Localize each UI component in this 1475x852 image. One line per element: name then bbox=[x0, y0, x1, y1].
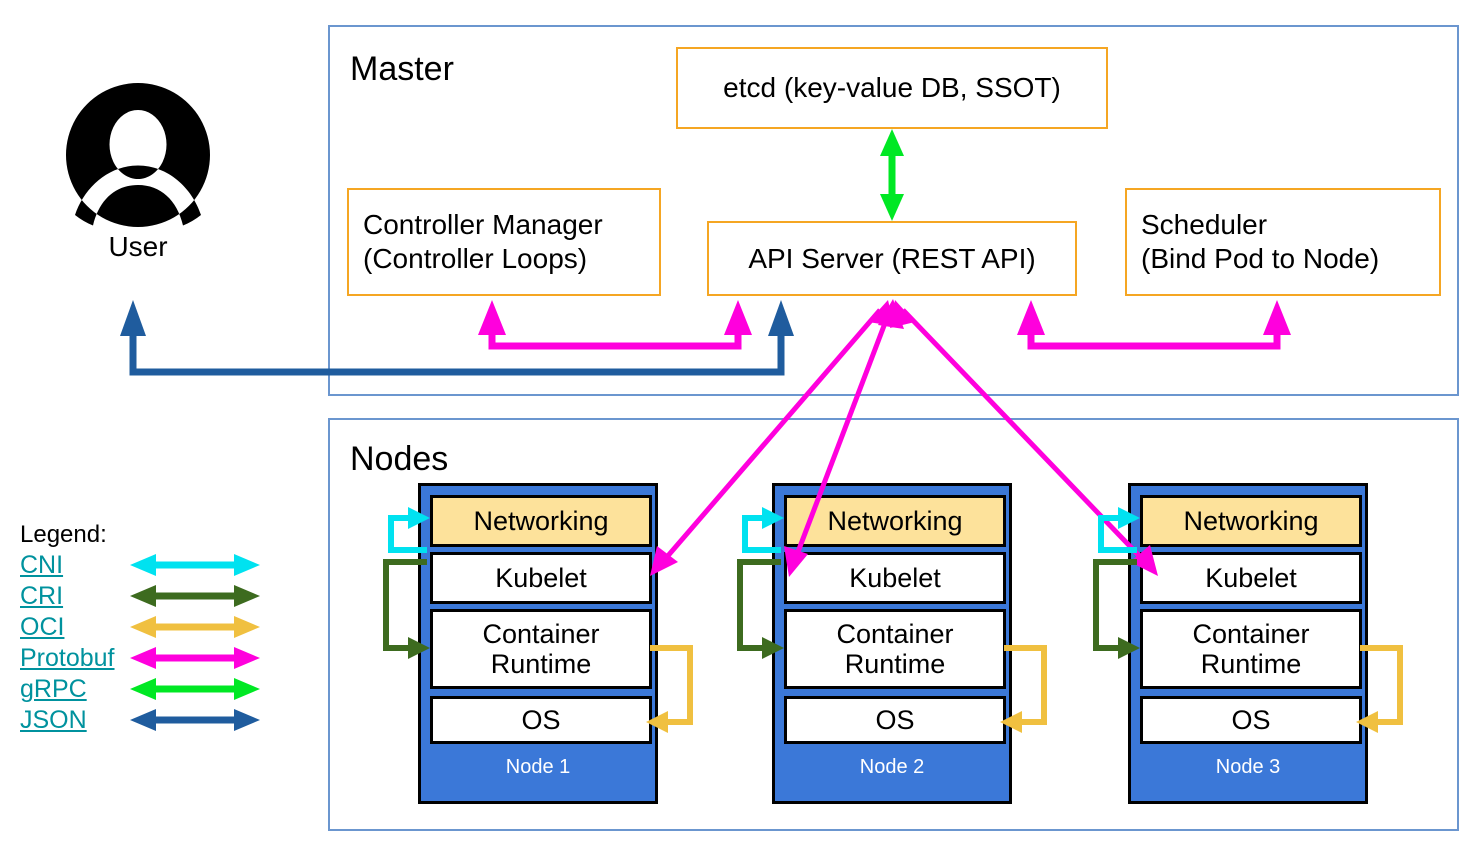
legend-arrow-cri bbox=[130, 585, 260, 607]
legend-label-oci[interactable]: OCI bbox=[20, 613, 65, 641]
legend-title: Legend: bbox=[20, 521, 107, 548]
legend-row-cri[interactable]: CRI bbox=[20, 581, 260, 612]
node-2-os-label: OS bbox=[875, 705, 915, 735]
nodes-group-title: Nodes bbox=[350, 440, 449, 478]
component-scheduler-label: Scheduler (Bind Pod to Node) bbox=[1141, 209, 1380, 274]
node-1-networking-label: Networking bbox=[473, 506, 609, 536]
node-3-layer-container-runtime[interactable]: Container Runtime bbox=[1140, 609, 1362, 689]
legend-row-oci[interactable]: OCI bbox=[20, 612, 260, 643]
node-card-3[interactable]: Networking Kubelet Container Runtime OS … bbox=[1128, 483, 1368, 804]
legend-row-grpc[interactable]: gRPC bbox=[20, 674, 260, 705]
node-3-container-runtime-label: Container Runtime bbox=[1192, 619, 1310, 679]
node-2-container-runtime-label: Container Runtime bbox=[836, 619, 954, 679]
legend-arrow-json bbox=[130, 709, 260, 731]
component-api-server[interactable]: API Server (REST API) bbox=[707, 221, 1077, 296]
node-1-kubelet-label: Kubelet bbox=[495, 563, 587, 593]
node-3-name-label: Node 3 bbox=[1215, 756, 1281, 778]
legend-arrow-grpc bbox=[130, 678, 260, 700]
component-scheduler[interactable]: Scheduler (Bind Pod to Node) bbox=[1125, 188, 1441, 296]
legend-row-json[interactable]: JSON bbox=[20, 705, 260, 736]
legend-label-json[interactable]: JSON bbox=[20, 706, 87, 734]
legend-arrow-oci bbox=[130, 616, 260, 638]
master-group-title: Master bbox=[350, 50, 454, 88]
legend-label-cni[interactable]: CNI bbox=[20, 551, 64, 579]
node-3-layer-kubelet[interactable]: Kubelet bbox=[1140, 552, 1362, 604]
component-etcd[interactable]: etcd (key-value DB, SSOT) bbox=[676, 47, 1108, 129]
user-actor[interactable]: User bbox=[63, 80, 213, 270]
node-2-networking-label: Networking bbox=[827, 506, 963, 536]
user-avatar-icon bbox=[65, 83, 210, 227]
node-card-2[interactable]: Networking Kubelet Container Runtime OS … bbox=[772, 483, 1012, 804]
legend-row-protobuf[interactable]: Protobuf bbox=[20, 643, 260, 674]
node-1-layer-os[interactable]: OS bbox=[430, 696, 652, 744]
node-1-container-runtime-label: Container Runtime bbox=[482, 619, 600, 679]
node-2-layer-container-runtime[interactable]: Container Runtime bbox=[784, 609, 1006, 689]
node-1-layer-kubelet[interactable]: Kubelet bbox=[430, 552, 652, 604]
node-2-layer-networking[interactable]: Networking bbox=[784, 495, 1006, 547]
node-card-1[interactable]: Networking Kubelet Container Runtime OS … bbox=[418, 483, 658, 804]
node-3-layer-os[interactable]: OS bbox=[1140, 696, 1362, 744]
legend-arrow-protobuf bbox=[130, 647, 260, 669]
node-1-name-label: Node 1 bbox=[505, 756, 571, 778]
legend-label-grpc[interactable]: gRPC bbox=[20, 675, 87, 703]
component-api-server-label: API Server (REST API) bbox=[748, 242, 1036, 274]
component-etcd-label: etcd (key-value DB, SSOT) bbox=[723, 72, 1061, 103]
node-2-name-label: Node 2 bbox=[859, 756, 925, 778]
node-3-kubelet-label: Kubelet bbox=[1205, 563, 1297, 593]
component-controller-manager[interactable]: Controller Manager (Controller Loops) bbox=[347, 188, 661, 296]
node-2-layer-kubelet[interactable]: Kubelet bbox=[784, 552, 1006, 604]
legend-label-cri[interactable]: CRI bbox=[20, 582, 64, 610]
legend-row-cni[interactable]: CNI bbox=[20, 550, 260, 581]
node-2-kubelet-label: Kubelet bbox=[849, 563, 941, 593]
legend-label-protobuf[interactable]: Protobuf bbox=[20, 644, 115, 672]
legend-arrow-cni bbox=[130, 554, 260, 576]
node-1-os-label: OS bbox=[521, 705, 561, 735]
nodes-group bbox=[328, 418, 1459, 831]
user-label: User bbox=[108, 231, 168, 262]
master-group bbox=[328, 25, 1459, 396]
node-2-layer-os[interactable]: OS bbox=[784, 696, 1006, 744]
component-controller-manager-label: Controller Manager (Controller Loops) bbox=[363, 209, 603, 274]
node-3-networking-label: Networking bbox=[1183, 506, 1319, 536]
node-3-layer-networking[interactable]: Networking bbox=[1140, 495, 1362, 547]
legend: Legend: CNI CRI OCI bbox=[20, 520, 260, 736]
node-1-layer-container-runtime[interactable]: Container Runtime bbox=[430, 609, 652, 689]
node-1-layer-networking[interactable]: Networking bbox=[430, 495, 652, 547]
node-3-os-label: OS bbox=[1231, 705, 1271, 735]
